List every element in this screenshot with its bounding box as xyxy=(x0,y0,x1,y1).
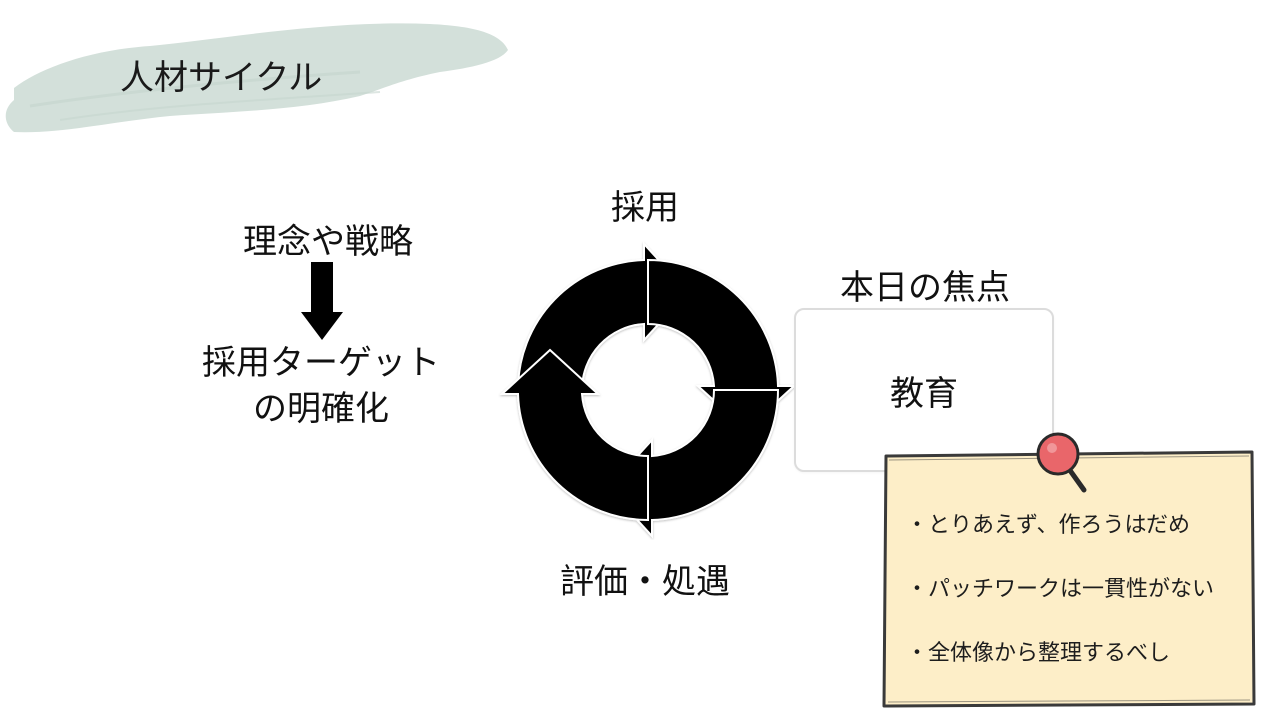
title-brush-stroke xyxy=(5,23,508,133)
cycle-label-evaluation: 評価・処遇 xyxy=(560,562,730,602)
focus-box-text: 教育 xyxy=(890,373,958,414)
cycle-label-hiring: 採用 xyxy=(611,188,679,228)
hiring-target-text: 採用ターゲット の明確化 xyxy=(176,340,466,432)
hiring-target-line2: の明確化 xyxy=(253,389,389,429)
down-arrow-icon xyxy=(301,262,343,340)
hiring-target-line1: 採用ターゲット xyxy=(202,343,440,383)
focus-label: 本日の焦点 xyxy=(840,268,1010,308)
note-item: ・とりあえず、作ろうはだめ xyxy=(906,513,1191,538)
sticky-note-list: ・とりあえず、作ろうはだめ ・パッチワークは一貫性がない ・全体像から整理するべ… xyxy=(906,506,1246,698)
cycle-arrows-icon xyxy=(499,241,797,539)
slide-title: 人材サイクル xyxy=(120,58,323,98)
pushpin-icon xyxy=(1036,432,1087,493)
note-item: ・全体像から整理するべし xyxy=(906,641,1171,666)
focus-box: 教育 xyxy=(794,308,1054,472)
note-item: ・パッチワークは一貫性がない xyxy=(906,577,1215,602)
philosophy-strategy-text: 理念や戦略 xyxy=(243,222,413,262)
